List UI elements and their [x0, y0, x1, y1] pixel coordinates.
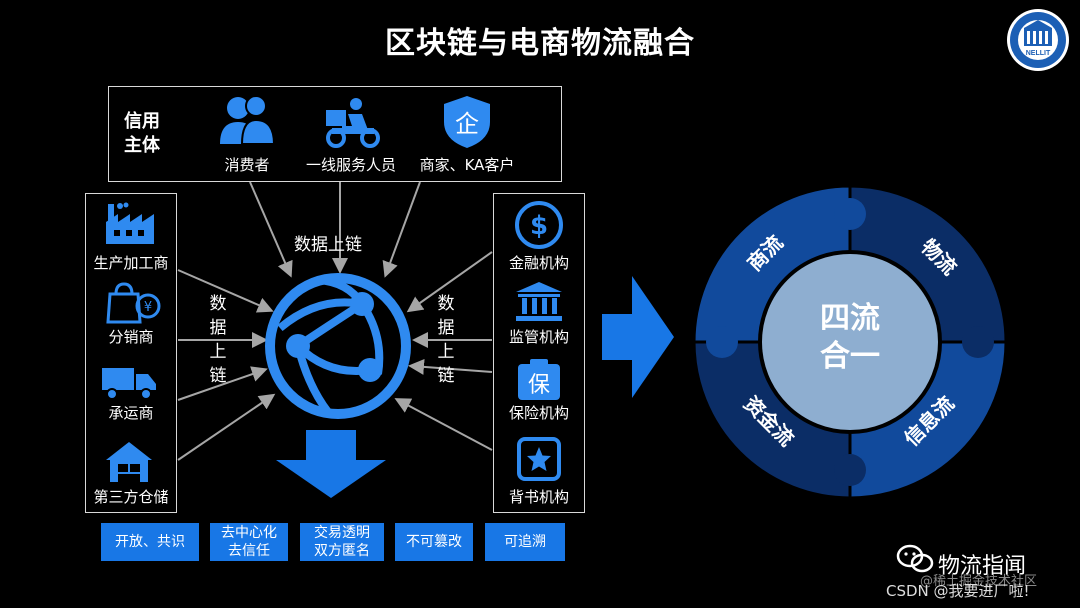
credit-subjects-box [108, 86, 562, 182]
circle-center-line1: 四流 [820, 301, 880, 336]
institution-logo: NELLIT [1007, 9, 1069, 71]
finance-dollar-icon: $ [515, 201, 563, 249]
feature-tag-transparent: 交易透明双方匿名 [300, 523, 384, 561]
credit-item-merchant: 商家、KA客户 [419, 156, 515, 174]
left-party-distributor: 分销商 [108, 328, 154, 346]
data-onchain-right-label: 数据 上链 [437, 294, 455, 386]
left-party-carrier: 承运商 [108, 404, 154, 422]
wechat-icon [896, 544, 934, 573]
left-party-warehouse: 第三方仓储 [93, 488, 169, 506]
right-party-regulator: 监管机构 [508, 328, 569, 346]
right-party-insurance: 保险机构 [508, 404, 569, 422]
right-party-endorser: 背书机构 [508, 488, 569, 506]
consumers-icon [220, 95, 276, 145]
regulator-building-icon [516, 282, 562, 321]
feature-tag-tamper-proof: 不可篡改 [395, 523, 473, 561]
blockchain-globe-icon [265, 273, 411, 419]
courier-scooter-icon [326, 98, 380, 148]
down-arrow-icon [276, 430, 386, 498]
credit-subjects-label: 信用 主体 [124, 111, 160, 156]
factory-icon [106, 202, 154, 244]
watermark-community: @稀土掘金技术社区 [920, 574, 1038, 589]
svg-text:$: $ [530, 211, 548, 241]
right-party-finance: 金融机构 [508, 254, 569, 272]
watermark-csdn: CSDN @我要进厂啦! [886, 582, 1030, 600]
truck-icon [102, 368, 156, 400]
circle-center-line2: 合一 [820, 339, 880, 374]
credit-item-consumer: 消费者 [224, 156, 270, 174]
institutions-box [493, 193, 585, 513]
page-title: 区块链与电商物流融合 [385, 26, 695, 61]
svg-text:¥: ¥ [144, 300, 152, 315]
logo-text: NELLIT [1026, 50, 1051, 57]
credit-item-service-staff: 一线服务人员 [305, 156, 396, 174]
watermark-brand: 物流指闻 [938, 554, 1027, 579]
svg-text:企: 企 [455, 110, 479, 138]
right-arrow-icon [602, 276, 674, 398]
insurance-badge-icon: 保 [518, 359, 560, 400]
left-party-manufacturer: 生产加工商 [93, 254, 169, 272]
svg-text:保: 保 [528, 373, 550, 398]
supply-chain-box [85, 193, 177, 513]
feature-tag-traceable: 可追溯 [485, 523, 565, 561]
feature-tag-decentralized: 去中心化去信任 [210, 523, 288, 561]
merchant-shield-icon: 企 [444, 96, 490, 148]
data-onchain-top-label: 数据上链 [294, 235, 362, 255]
warehouse-icon [106, 442, 152, 482]
endorsement-star-icon [517, 437, 561, 481]
data-onchain-left-label: 数据 上链 [209, 294, 227, 386]
shopping-bag-icon: ¥ [106, 282, 161, 324]
four-flows-circle: 四流 合一 商流 物流 资金流 信息流 [692, 184, 1008, 500]
feature-tag-open-consensus: 开放、共识 [101, 523, 199, 561]
